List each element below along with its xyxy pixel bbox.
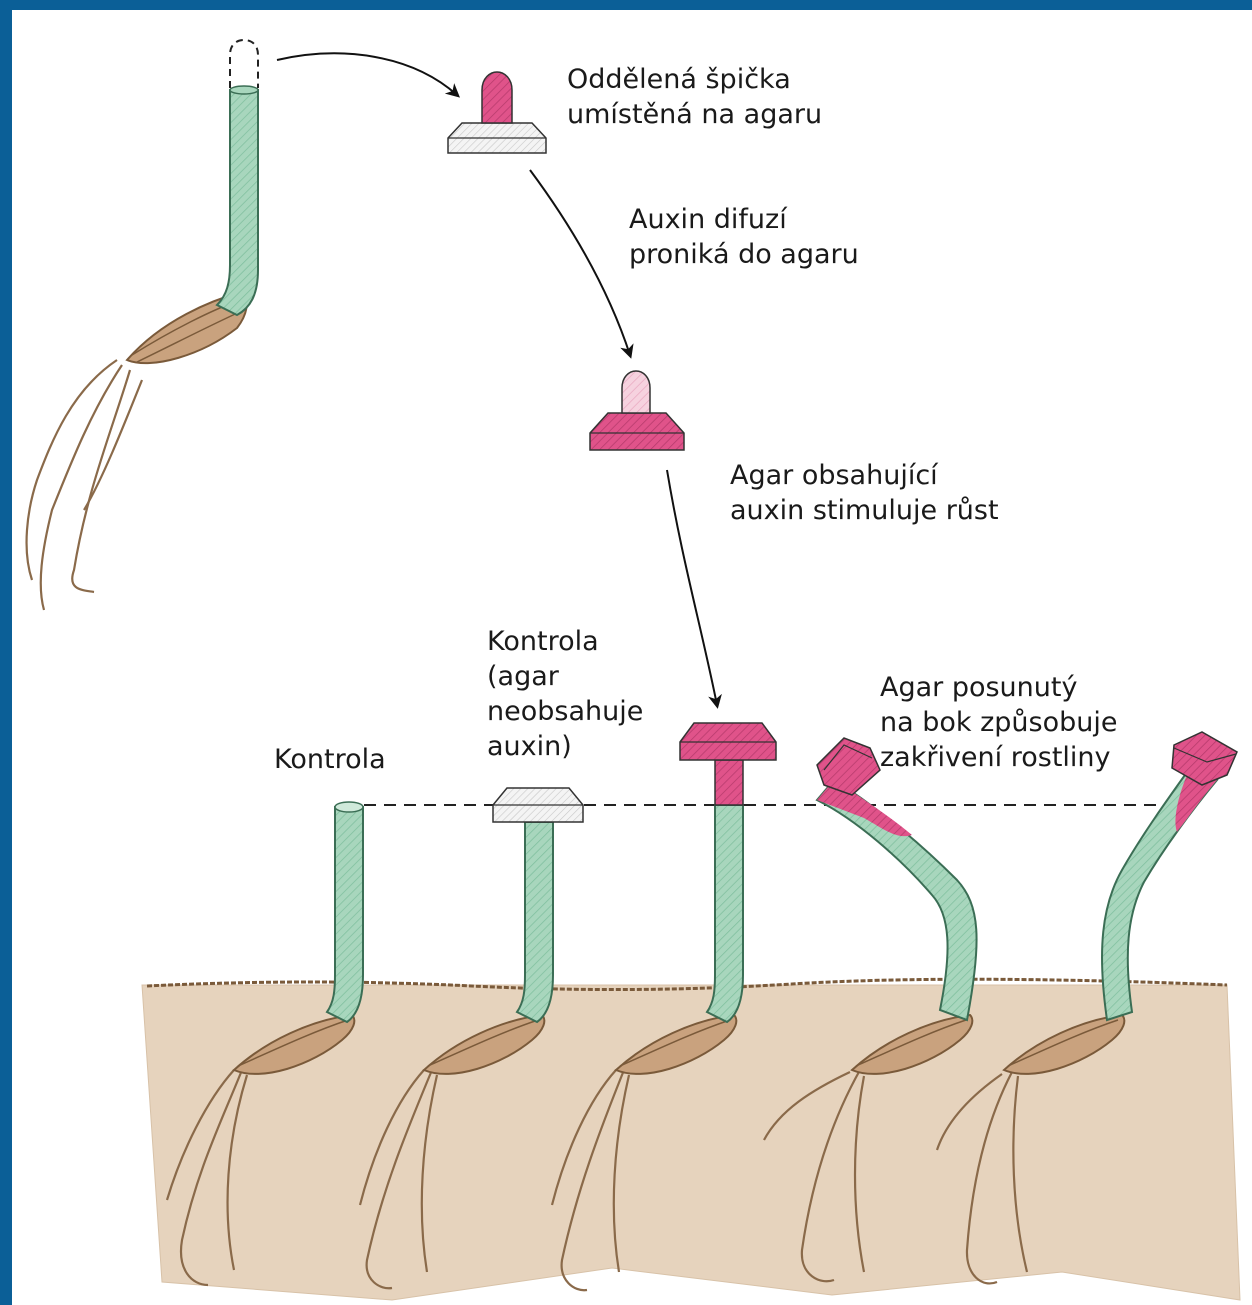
roots bbox=[27, 360, 142, 610]
label-stimulates: Agar obsahující auxin stimuluje růst bbox=[730, 458, 999, 528]
removed-tip-outline bbox=[230, 40, 258, 88]
label-diffusion-line-2: proniká do agaru bbox=[629, 237, 859, 272]
label-control-agar-line-3: neobsahuje bbox=[487, 694, 643, 729]
arrow-to-agar bbox=[277, 53, 457, 95]
label-shifted-line-1: Agar posunutý bbox=[880, 670, 1118, 705]
label-stimulates-line-1: Agar obsahující bbox=[730, 458, 999, 493]
tip-on-agar bbox=[448, 72, 546, 153]
label-diffusion: Auxin difuzí proniká do agaru bbox=[629, 202, 859, 272]
label-shifted-line-3: zakřivení rostliny bbox=[880, 740, 1118, 775]
label-separated-tip-line-2: umístěná na agaru bbox=[567, 97, 822, 132]
label-separated-tip-line-1: Oddělená špička bbox=[567, 62, 822, 97]
label-shifted: Agar posunutý na bok způsobuje zakřivení… bbox=[880, 670, 1118, 775]
label-shifted-line-2: na bok způsobuje bbox=[880, 705, 1118, 740]
coleoptile bbox=[217, 90, 258, 315]
label-control-agar-line-1: Kontrola bbox=[487, 624, 643, 659]
label-diffusion-line-1: Auxin difuzí bbox=[629, 202, 859, 237]
tip-on-auxin-agar bbox=[590, 371, 684, 450]
arrow-diffusion bbox=[530, 170, 630, 355]
label-separated-tip: Oddělená špička umístěná na agaru bbox=[567, 62, 822, 132]
label-control-agar-line-2: (agar bbox=[487, 659, 643, 694]
label-control-agar-line-4: auxin) bbox=[487, 729, 643, 764]
seedling-cut-tip bbox=[27, 40, 258, 610]
diagram-frame: Oddělená špička umístěná na agaru Auxin … bbox=[12, 10, 1252, 1305]
label-control-plain: Kontrola bbox=[274, 742, 386, 777]
arrow-to-plant bbox=[667, 470, 717, 705]
label-control-agar: Kontrola (agar neobsahuje auxin) bbox=[487, 624, 643, 764]
label-stimulates-line-2: auxin stimuluje růst bbox=[730, 493, 999, 528]
